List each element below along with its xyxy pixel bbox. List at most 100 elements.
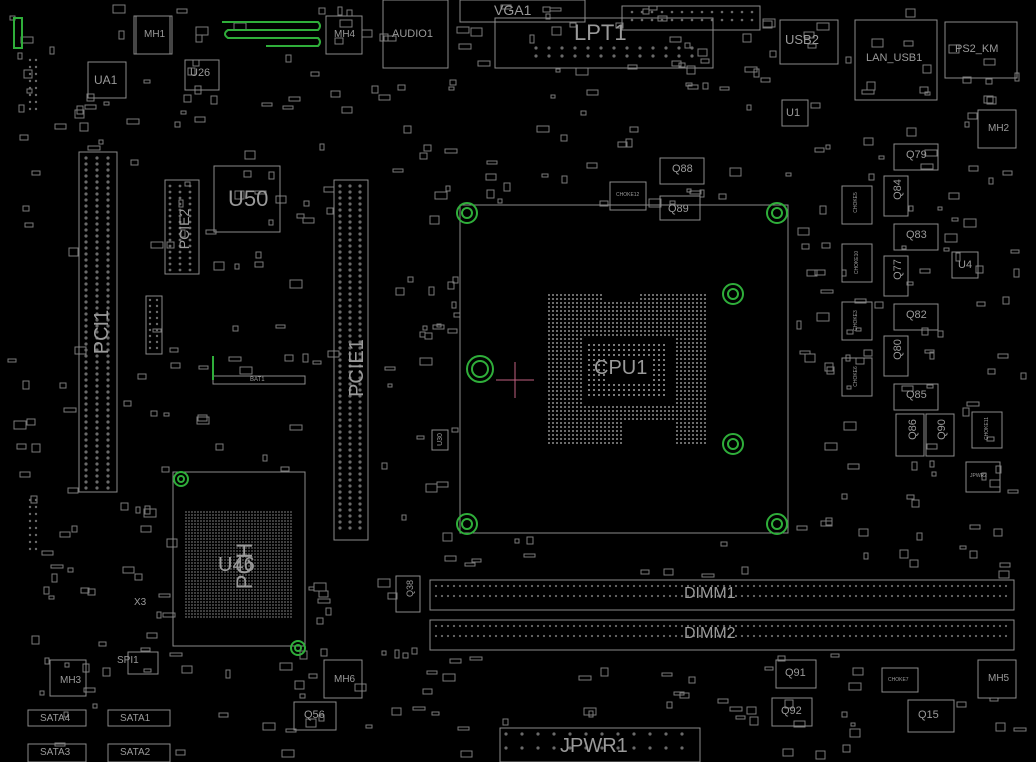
smd-part [906,127,917,137]
component-outline [659,157,705,185]
smd-part [288,96,301,102]
mounting-hole-inner [471,360,489,378]
smd-part [397,84,406,91]
smd-part [310,71,320,77]
smd-part [796,525,808,531]
smd-part [87,588,96,596]
smd-part [542,6,551,13]
smd-part [313,582,327,592]
smd-part [44,657,50,665]
component-outline [395,575,421,613]
component-outline [951,251,979,279]
smd-part [118,30,125,40]
mounting-hole [722,283,744,305]
smd-part [486,160,498,165]
q15-label: Q15 [918,709,939,721]
lpt-pins [534,46,694,58]
smd-part [830,653,840,658]
component-outline [841,185,873,225]
smd-part [799,350,811,355]
smd-part [671,60,682,67]
smd-part [460,750,473,758]
smd-part [174,121,181,128]
mh6-label: MH6 [334,674,356,685]
smd-part [1020,372,1027,380]
smd-part [379,33,389,42]
usb2-label: USB2 [785,32,819,47]
smd-part [123,400,132,407]
smd-part [308,673,318,679]
jpwr-pins [504,732,684,750]
smd-part [262,722,276,731]
smd-part [425,483,438,493]
lpt-header-outline [621,5,761,31]
smd-part [163,412,170,417]
cpu-pin-field [548,294,706,444]
smd-part [986,436,995,442]
smd-part [1013,268,1020,278]
smd-part [234,263,240,270]
smd-part [210,95,218,105]
lan-usb-connector-outline [854,19,938,101]
smd-part [926,384,934,389]
dimm2-pins [434,624,1008,638]
q56-label: Q56 [304,709,325,721]
smd-part [162,612,176,618]
pci1-label: PCI1 [91,309,114,355]
u26-box [184,59,220,91]
u30-label: U30 [436,433,444,446]
smd-part [920,163,934,170]
smd-part [170,362,181,369]
smd-part [922,64,932,74]
smd-part [137,373,147,380]
smd-part [769,50,777,58]
smd-part [279,662,293,671]
u50-chip-outline [213,165,281,233]
smd-part [140,647,151,652]
smd-part [394,649,400,659]
smd-part [627,64,638,70]
smd-part [536,125,550,133]
choke12-label: CHOKE12 [616,192,640,198]
pcie1-label: PCIE1 [345,339,368,397]
smd-part [275,195,287,204]
smd-part [986,96,997,105]
smd-part [815,750,826,760]
smd-part [502,718,509,726]
smd-part [395,287,405,296]
vga-label: VGA1 [494,2,532,18]
smd-part [976,301,986,307]
smd-part [412,706,426,711]
smd-part [24,222,34,228]
smd-part [19,471,31,478]
mounting-hole-inner [771,518,783,530]
q85-label: Q85 [906,389,927,401]
smd-part [669,200,676,205]
smd-part [317,598,331,604]
choke10-label: CHOKE10 [854,250,861,275]
smd-part [848,682,862,691]
component-outline [841,357,873,397]
smd-part [951,217,959,222]
smd-part [964,121,970,128]
smd-part [31,635,40,645]
smd-part [916,532,923,541]
smd-part [449,79,457,86]
smd-part [384,366,396,371]
smd-part [551,26,562,36]
smd-part [261,102,273,107]
smd-part [503,182,511,192]
smd-part [31,443,41,453]
smd-part [929,351,935,360]
smd-part [456,26,470,34]
smd-part [140,525,152,533]
mounting-holes [173,202,788,656]
smd-part [166,538,178,548]
smd-part [874,301,884,309]
dimm2-outline [429,619,1015,651]
smd-part [526,536,534,545]
smd-part [268,219,274,226]
smd-part [983,58,996,66]
smd-part [402,652,409,659]
smd-part [318,714,325,722]
